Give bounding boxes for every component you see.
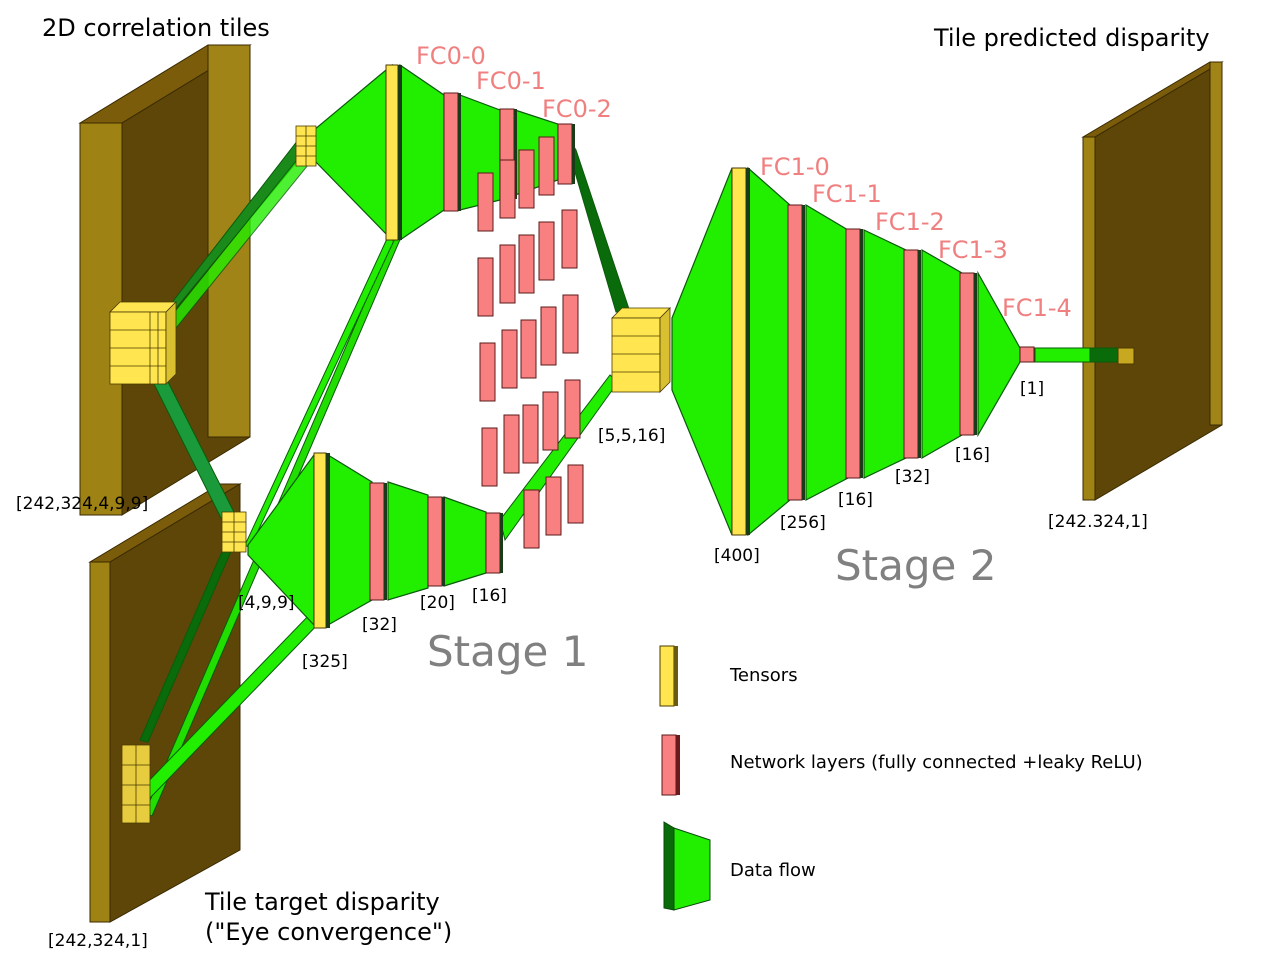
label-fc1-3: FC1-3 (938, 236, 1008, 264)
fc0-tensor (385, 64, 402, 241)
dim-sub-tile: [4,9,9] (238, 593, 295, 613)
label-fc1-4: FC1-4 (1002, 294, 1072, 322)
fc1-tensor (731, 167, 750, 536)
parallel-fc0-layers (477, 136, 584, 549)
title-output: Tile predicted disparity (933, 24, 1210, 52)
fc0-lower-trunk (247, 453, 487, 627)
legend-layer-swatch (661, 734, 680, 796)
label-fc1-2: FC1-2 (875, 208, 945, 236)
stage1-label: Stage 1 (427, 627, 588, 676)
fc0-lower-layers (369, 482, 503, 601)
stage1-output-tensor (611, 307, 671, 393)
fc0-lower-tensor (313, 452, 330, 629)
legend-flow-label: Data flow (730, 860, 816, 881)
dim-16-c: [16] (955, 445, 990, 465)
dim-output: [242.324,1] (1048, 512, 1148, 532)
input-tile-tensor (109, 301, 177, 385)
output-tensor (1117, 347, 1135, 365)
label-fc1-1: FC1-1 (812, 180, 882, 208)
title-input: 2D correlation tiles (42, 14, 270, 42)
data-flow-connectors (139, 127, 1121, 817)
dim-stage1-out: [5,5,16] (598, 426, 665, 446)
target-tile-tensor (121, 744, 151, 824)
dim-20: [20] (420, 593, 455, 613)
input-slab (78, 44, 252, 516)
output-slab (1081, 61, 1224, 501)
title-target-line2: ("Eye convergence") (205, 918, 452, 946)
legend-layers-label: Network layers (fully connected +leaky R… (730, 752, 1143, 773)
sub-tile-tensor-bottom (221, 511, 247, 553)
label-fc0-1: FC0-1 (476, 67, 546, 95)
label-fc0-2: FC0-2 (542, 95, 612, 123)
legend-tensors-label: Tensors (729, 665, 798, 686)
legend-flow-swatch (663, 821, 711, 911)
title-target-line1: Tile target disparity (204, 888, 440, 916)
fc1-trunk (671, 166, 1021, 537)
dim-16-a: [16] (472, 586, 507, 606)
dim-target: [242,324,1] (48, 931, 148, 951)
sub-tile-tensor-top (295, 125, 317, 167)
dim-32-a: [32] (362, 615, 397, 635)
dim-1: [1] (1020, 379, 1044, 399)
dim-32-b: [32] (895, 467, 930, 487)
dim-256: [256] (780, 513, 826, 533)
label-fc1-0: FC1-0 (760, 153, 830, 181)
dim-400: [400] (714, 546, 760, 566)
legend-tensor-swatch (659, 645, 678, 707)
stage2-label: Stage 2 (835, 541, 996, 590)
fc1-layers (787, 204, 1035, 501)
label-fc0-0: FC0-0 (416, 42, 486, 70)
fc0-trunk (313, 63, 559, 242)
dim-input: [242,324,4,9,9] (16, 494, 148, 514)
dim-16-b: [16] (838, 490, 873, 510)
dim-325: [325] (302, 652, 348, 672)
